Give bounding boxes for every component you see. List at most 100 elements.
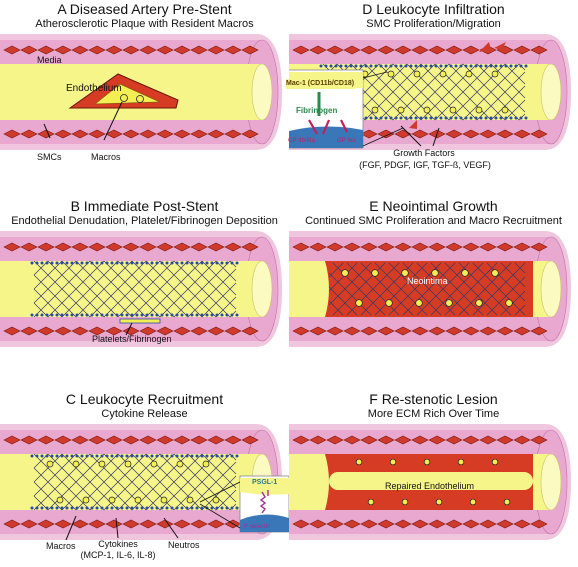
platelet-dot <box>40 506 44 510</box>
smc-cell <box>377 45 395 55</box>
platelet-dot <box>215 506 219 510</box>
platelet-dot <box>60 454 64 458</box>
panel-f-title: F Re-stenotic Lesion <box>369 391 498 407</box>
smc-cell <box>343 326 361 336</box>
platelet-dot <box>434 116 438 120</box>
stent-strut <box>346 262 400 316</box>
platelet-dot <box>140 313 144 317</box>
lumen-end <box>540 63 562 121</box>
macro-cell <box>160 496 168 504</box>
smc-cell <box>496 242 514 252</box>
smc-cell <box>3 242 21 252</box>
platelet-dot <box>225 261 229 265</box>
smc-cell <box>173 129 191 139</box>
smc-cell <box>309 519 327 529</box>
platelet-dot <box>115 261 119 265</box>
macro-cell <box>371 106 379 114</box>
gpiib-label: GP IIb/IIIa <box>288 138 315 144</box>
macros-pointer <box>103 101 123 141</box>
macro-cell <box>413 70 421 78</box>
platelet-dot <box>145 261 149 265</box>
platelet-dot <box>120 454 124 458</box>
smc-cell <box>20 326 38 336</box>
smc-cell <box>3 45 21 55</box>
macro-cell <box>134 496 142 504</box>
stent-strut <box>201 475 237 511</box>
platelet-dot <box>230 506 234 510</box>
platelet-dot <box>180 261 184 265</box>
stent-strut <box>201 453 237 489</box>
platelet-dot <box>220 454 224 458</box>
smc-cell <box>326 45 344 55</box>
platelet-dot <box>215 261 219 265</box>
cytokine-list-label: (MCP-1, IL-6, IL-8) <box>80 550 156 560</box>
platelet-dot <box>75 261 79 265</box>
stent-strut <box>490 63 526 99</box>
migrating-smc <box>409 120 417 129</box>
smc-cell <box>71 45 89 55</box>
platelet-dot <box>379 116 383 120</box>
platelet-dot <box>235 261 239 265</box>
stent-strut <box>145 453 203 511</box>
panel-b-title: B Immediate Post-Stent <box>70 198 219 214</box>
platelet-dot <box>135 454 139 458</box>
smc-cell <box>105 326 123 336</box>
mac1-label: Mac-1 (CD11b/CD18) <box>286 79 355 89</box>
macro-cell <box>355 299 363 307</box>
smc-cell <box>105 45 123 55</box>
platelet-dot <box>170 313 174 317</box>
macro-cell <box>186 496 194 504</box>
platelet-dot <box>85 313 89 317</box>
platelet-dot <box>439 64 443 68</box>
platelet-dot <box>175 506 179 510</box>
smc-cell <box>496 519 514 529</box>
macro-cell <box>503 498 511 506</box>
platelet-dot <box>434 64 438 68</box>
platelet-dot <box>155 261 159 265</box>
macro-cell <box>423 106 431 114</box>
platelet-dot <box>484 64 488 68</box>
growth-pointer <box>432 127 440 147</box>
platelet-dot <box>419 64 423 68</box>
smc-cell <box>292 326 310 336</box>
smc-cell <box>343 519 361 529</box>
platelet-dot <box>454 64 458 68</box>
smc-cell <box>139 326 157 336</box>
panel-b: B Immediate Post-Stent Endothelial Denud… <box>0 189 289 378</box>
smc-cell <box>37 129 55 139</box>
platelet-dot <box>170 261 174 265</box>
stent-strut <box>187 453 237 503</box>
stent-strut <box>173 453 231 511</box>
platelet-dot <box>35 261 39 265</box>
smc-cell <box>479 326 497 336</box>
platelet-dot <box>384 64 388 68</box>
smc-cell <box>54 45 72 55</box>
panel-e-subtitle: Continued SMC Proliferation and Macro Re… <box>305 215 562 227</box>
platelet-dot <box>160 506 164 510</box>
smc-cell <box>377 435 395 445</box>
smc-cell <box>37 242 55 252</box>
platelet-dot <box>45 261 49 265</box>
platelet-dot <box>190 454 194 458</box>
platelet-dot <box>65 313 69 317</box>
platelet-dot <box>409 116 413 120</box>
smc-cell <box>37 435 55 445</box>
macro-cell <box>465 70 473 78</box>
smc-cell <box>105 519 123 529</box>
macro-cell <box>491 70 499 78</box>
stent-strut <box>145 260 203 318</box>
smc-cell <box>428 45 446 55</box>
macros-label-c: Macros <box>46 541 76 551</box>
stent-strut <box>504 99 526 121</box>
platelet-dot <box>115 313 119 317</box>
platelet-dot <box>80 506 84 510</box>
platelet-dot <box>364 116 368 120</box>
platelet-dot <box>180 454 184 458</box>
macro-cell <box>120 94 128 102</box>
platelet-dot <box>339 64 343 68</box>
macro-cell <box>212 496 220 504</box>
platelet-dot <box>95 454 99 458</box>
smc-cell <box>343 45 361 55</box>
platelet-dot <box>369 64 373 68</box>
platelet-dot <box>125 454 129 458</box>
